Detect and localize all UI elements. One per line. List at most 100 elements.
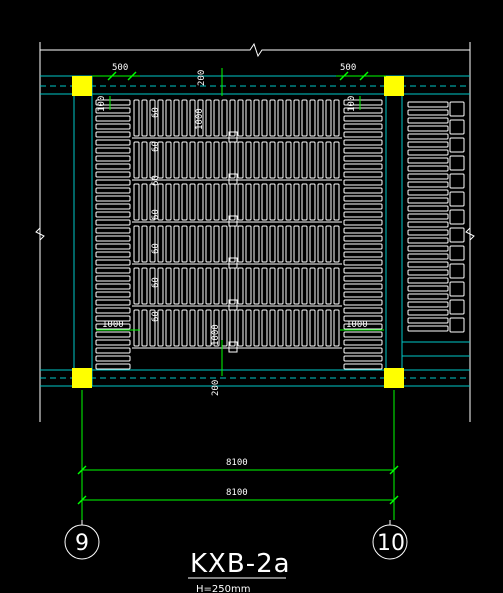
rib-slot — [189, 267, 196, 305]
rib-slot — [309, 183, 316, 221]
rib-slot-right — [343, 131, 383, 138]
rib-slot — [301, 309, 308, 347]
rib-slot-right — [343, 115, 383, 122]
rib-slot — [133, 183, 140, 221]
dim-top-vertical: 200 — [197, 70, 207, 86]
rib-slot — [245, 99, 252, 137]
rib-slot — [325, 267, 332, 305]
rib-slot — [285, 183, 292, 221]
side-slot — [407, 237, 449, 244]
side-slot — [407, 101, 449, 108]
side-slot — [407, 157, 449, 164]
side-slot — [407, 173, 449, 180]
rib-slot — [165, 183, 172, 221]
rib-slot — [141, 309, 148, 347]
rib-slot-left — [95, 291, 131, 298]
rib-slot — [149, 183, 156, 221]
rib-label: 60 — [151, 209, 161, 220]
rib-slot — [197, 183, 204, 221]
rib-slot-right — [343, 291, 383, 298]
rib-slot-right — [343, 243, 383, 250]
rib-slot — [309, 267, 316, 305]
rib-slot — [333, 225, 340, 263]
beam-dashed — [40, 85, 470, 379]
rib-slot-left — [95, 363, 131, 370]
column-br — [384, 368, 404, 388]
rib-slot — [197, 267, 204, 305]
side-slot — [407, 197, 449, 204]
rib-slot — [253, 267, 260, 305]
side-box — [449, 281, 465, 297]
rib-slot-right — [343, 155, 383, 162]
rib-slot — [173, 225, 180, 263]
rib-slot-left — [95, 267, 131, 274]
rib-slot-left — [95, 315, 131, 322]
rib-slot-right — [343, 147, 383, 154]
side-slot — [407, 125, 449, 132]
rib-slot-left — [95, 155, 131, 162]
rib-slot — [213, 183, 220, 221]
rib-slot — [141, 267, 148, 305]
rib-slot — [293, 309, 300, 347]
rib-slot — [213, 267, 220, 305]
rib-slot — [229, 267, 236, 305]
rib-slot — [189, 225, 196, 263]
side-box — [449, 317, 465, 333]
rib-slot-left — [95, 339, 131, 346]
column-bl — [72, 368, 92, 388]
rib-slot — [213, 99, 220, 137]
rib-slot — [157, 183, 164, 221]
rib-slot-left — [95, 147, 131, 154]
rib-label: 60 — [151, 277, 161, 288]
side-slot — [407, 117, 449, 124]
rib-slot — [325, 141, 332, 179]
rib-slot — [205, 309, 212, 347]
rib-slot — [333, 183, 340, 221]
rib-marker — [228, 173, 238, 185]
rib-slot — [157, 309, 164, 347]
rib-slot-left — [95, 171, 131, 178]
rib-slot — [269, 141, 276, 179]
rib-slot — [237, 99, 244, 137]
side-box — [449, 263, 465, 279]
rib-slot — [293, 141, 300, 179]
rib-slot — [133, 309, 140, 347]
column-tl — [72, 76, 92, 96]
rib-slot-right — [343, 355, 383, 362]
rib-slot-right — [343, 203, 383, 210]
rib-slot-left — [95, 163, 131, 170]
rib-slot — [237, 309, 244, 347]
rib-slot — [253, 225, 260, 263]
rib-slot — [277, 99, 284, 137]
rib-slot — [173, 99, 180, 137]
rib-slot — [221, 267, 228, 305]
side-slot — [407, 253, 449, 260]
rib-label: 60 — [151, 311, 161, 322]
dim-span-1: 8100 — [226, 458, 248, 468]
side-box — [449, 191, 465, 207]
rib-slot-right — [343, 259, 383, 266]
rib-slot — [269, 225, 276, 263]
rib-slot — [309, 99, 316, 137]
dim-inner-top: 1000 — [195, 108, 205, 130]
rib-slot — [141, 183, 148, 221]
rib-slot — [293, 183, 300, 221]
rib-slot-left — [95, 283, 131, 290]
rib-slot — [269, 183, 276, 221]
rib-slot-left — [95, 355, 131, 362]
rib-slot — [301, 141, 308, 179]
rib-slot-right — [343, 339, 383, 346]
side-slot — [407, 133, 449, 140]
rib-slot — [309, 225, 316, 263]
drawing-title: KXB-2a — [190, 549, 291, 579]
rib-slot-right — [343, 195, 383, 202]
rib-slot — [229, 309, 236, 347]
rib-slot-right — [343, 347, 383, 354]
rib-slot-right — [343, 179, 383, 186]
rib-slot — [205, 267, 212, 305]
rib-slot — [157, 141, 164, 179]
rib-slot — [205, 141, 212, 179]
rib-slot — [157, 225, 164, 263]
rib-slot — [197, 141, 204, 179]
rib-slot — [189, 183, 196, 221]
